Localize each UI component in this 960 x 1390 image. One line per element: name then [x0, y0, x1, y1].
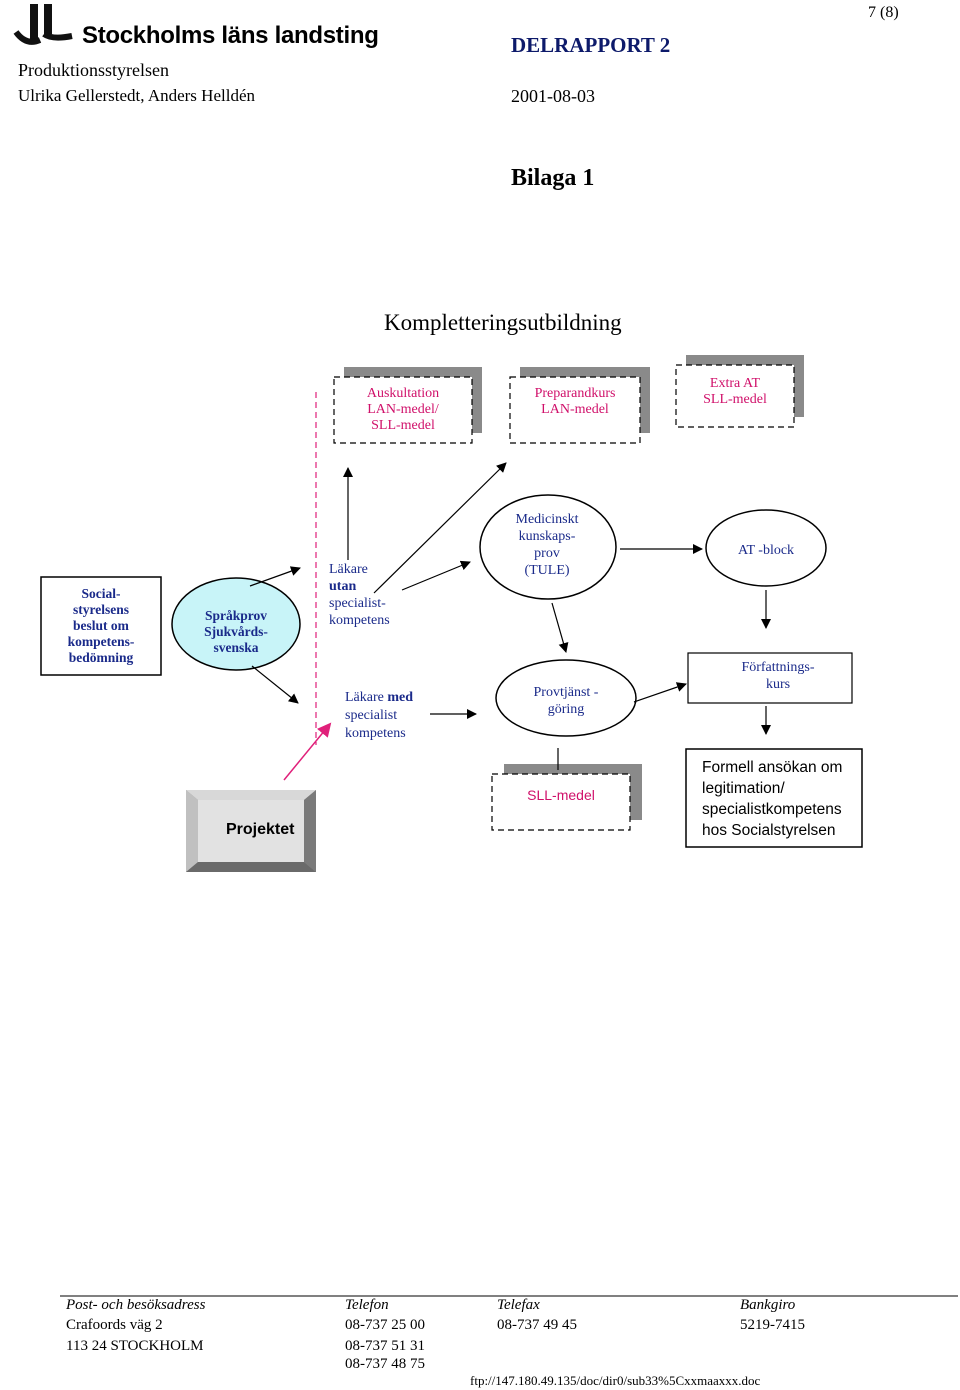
footer-phone-label: Telefon	[345, 1297, 389, 1313]
arrow-sprak-to-med	[251, 665, 299, 704]
tule-line1: Medicinskt	[515, 512, 579, 527]
footer-address-line2: 113 24 STOCKHOLM	[66, 1338, 204, 1354]
at-block-node: AT -block	[737, 543, 795, 558]
pink-arrow-projektet	[283, 722, 332, 781]
authors: Ulrika Gellerstedt, Anders Helldén	[18, 86, 255, 105]
lakare-utan-line4: kompetens	[329, 613, 390, 628]
auskultation-line3: SLL-medel	[371, 418, 435, 433]
auskultation-box-shape	[333, 367, 482, 444]
formell-line2: legitimation/	[702, 780, 785, 797]
attachment-title: Bilaga 1	[511, 165, 595, 191]
projektet-box: Projektet	[226, 821, 295, 838]
footer-fax: 08-737 49 45	[497, 1317, 577, 1333]
sprakprov-node: Språkprov Sjukvårds- svenska	[172, 608, 300, 656]
extra-at-line2: SLL-medel	[703, 392, 767, 407]
lakare-utan-line3: specialist-	[329, 596, 386, 611]
extra-at-line1: Extra AT	[709, 376, 761, 391]
social-box: Social- styrelsens beslut om kompetens- …	[41, 586, 161, 666]
org-name: Stockholms läns landsting	[82, 22, 379, 49]
lakare-med-line2: specialist	[345, 708, 398, 723]
preparandkurs-line2: LAN-medel	[541, 402, 609, 417]
footer-fax-label: Telefax	[497, 1297, 540, 1313]
formell-line1: Formell ansökan om	[702, 759, 843, 776]
arrow-provtjanst-to-forfattning	[633, 682, 687, 703]
page-number: 7 (8)	[868, 4, 899, 21]
provtjanst-node: Provtjänst - göring	[496, 684, 636, 718]
sprakprov-line1: Språkprov	[204, 608, 268, 623]
preparandkurs-box-shape	[509, 367, 650, 444]
diagram-title: Kompletteringsutbildning	[384, 310, 622, 335]
formell-line3: specialistkompetens	[702, 801, 842, 818]
extra-at-box-shape	[675, 355, 804, 428]
lakare-utan-node: Läkare utan specialist- kompetens	[329, 561, 390, 629]
tule-line3: prov	[534, 546, 560, 561]
footer-bankgiro-label: Bankgiro	[740, 1297, 796, 1313]
provtjanst-line1: Provtjänst -	[533, 685, 599, 700]
sprakprov-line3: svenska	[213, 640, 259, 655]
footer-address-label: Post- och besöksadress	[66, 1297, 206, 1313]
lakare-utan-line1: Läkare	[329, 562, 368, 577]
footer-address-line1: Crafoords väg 2	[66, 1317, 163, 1333]
sll-medel-box: SLL-medel	[527, 787, 595, 803]
at-block-ellipse	[705, 509, 827, 587]
footer-phone1: 08-737 25 00	[345, 1317, 425, 1333]
arrow-sprak-to-utan	[249, 566, 301, 587]
tule-line4: (TULE)	[524, 563, 570, 578]
forfattning-line2: kurs	[765, 677, 791, 692]
footer-phone2: 08-737 51 31	[345, 1338, 425, 1354]
footer-phone3: 08-737 48 75	[345, 1356, 425, 1372]
arrow-tule-to-provtjanst	[551, 602, 569, 653]
formell-box: Formell ansökan om legitimation/ special…	[702, 757, 842, 841]
tule-node: Medicinskt kunskaps- prov (TULE)	[480, 511, 614, 579]
sprakprov-ellipse	[171, 577, 301, 671]
report-date: 2001-08-03	[511, 86, 595, 106]
social-line4: kompetens-	[67, 634, 135, 649]
lakare-utan-line2: utan	[329, 579, 357, 594]
sprakprov-line2: Sjukvårds-	[204, 624, 268, 639]
extra-at-box: Extra AT SLL-medel	[676, 376, 794, 408]
report-title: DELRAPPORT 2	[511, 33, 671, 57]
arrow-to-preparandkurs	[373, 462, 507, 594]
formell-line4: hos Socialstyrelsen	[702, 822, 836, 839]
footer-ftp-path: ftp://147.180.49.135/doc/dir0/sub33%5Cxx…	[470, 1373, 761, 1388]
lakare-med-line1a: Läkare	[345, 690, 388, 705]
social-line3: beslut om	[73, 618, 129, 633]
lakare-med-line3: kompetens	[345, 726, 406, 741]
social-line1: Social-	[81, 586, 121, 601]
preparandkurs-box: Preparandkurs LAN-medel	[510, 386, 640, 418]
logo-icon	[13, 4, 73, 45]
social-line2: styrelsens	[73, 602, 129, 617]
tule-line2: kunskaps-	[518, 529, 576, 544]
projektet-box-shape	[186, 790, 316, 872]
provtjanst-line2: göring	[547, 702, 585, 717]
sll-medel-box-shape	[491, 764, 642, 831]
provtjanst-ellipse	[495, 659, 637, 737]
auskultation-line2: LAN-medel/	[367, 402, 439, 417]
forfattning-box-shape	[687, 652, 853, 704]
auskultation-line1: Auskultation	[366, 386, 440, 401]
preparandkurs-line1: Preparandkurs	[534, 386, 616, 401]
lakare-med-line1b: med	[387, 690, 414, 705]
auskultation-box: Auskultation LAN-medel/ SLL-medel	[334, 386, 472, 434]
arrow-utan-to-tule	[401, 560, 471, 591]
forfattning-node: Författnings- kurs	[688, 659, 868, 693]
board-name: Produktionsstyrelsen	[18, 60, 169, 80]
social-box-shape	[40, 576, 162, 676]
forfattning-line1: Författnings-	[741, 660, 815, 675]
formell-box-shape	[685, 748, 863, 848]
footer-bankgiro: 5219-7415	[740, 1317, 805, 1333]
lakare-med-node: Läkare med specialist kompetens	[345, 689, 413, 743]
tule-ellipse	[479, 494, 617, 600]
social-line5: bedömning	[68, 650, 134, 665]
